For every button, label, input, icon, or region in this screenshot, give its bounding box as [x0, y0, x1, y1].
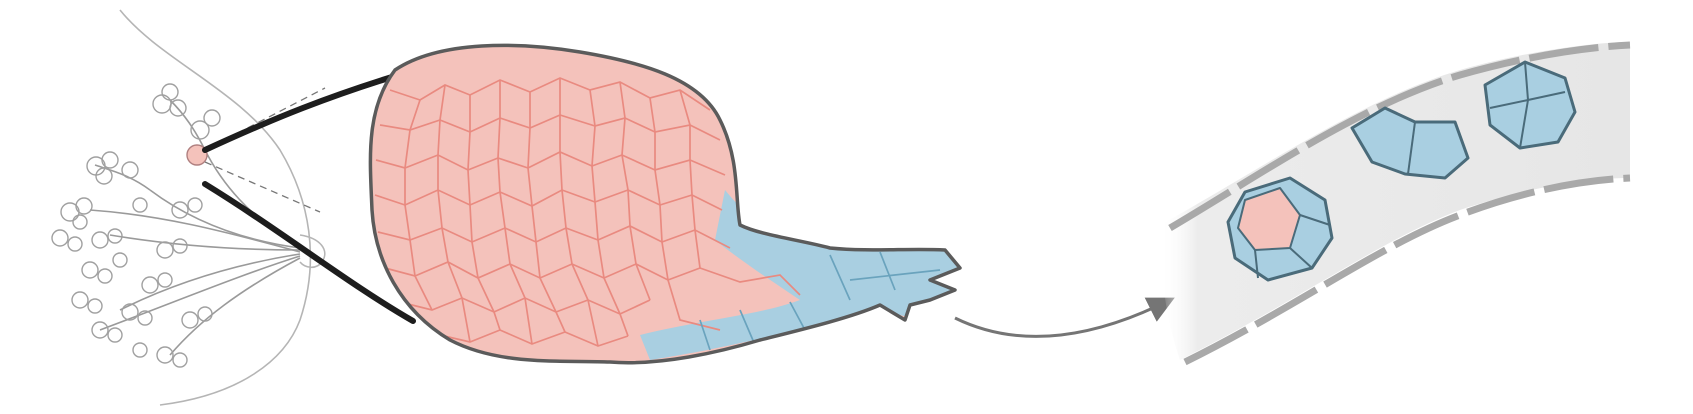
zoom-line-bottom — [202, 181, 416, 324]
zoom-line-top — [202, 67, 418, 153]
vessel-wall-top — [1168, 41, 1631, 232]
tumor-outline — [368, 43, 962, 365]
blood-vessel-icon — [1160, 41, 1631, 366]
zoom-indicator — [202, 67, 418, 324]
tumor-cell-cluster-mixed — [1226, 176, 1334, 282]
vessel-wall-bottom — [1183, 174, 1631, 366]
tumor-cell-cluster-single — [1483, 60, 1577, 150]
lobules — [51, 83, 221, 368]
breast-anatomy-icon — [51, 9, 326, 406]
tumor-cell-cluster-pair — [1350, 106, 1470, 180]
invasive-front — [640, 190, 960, 360]
curved-arrow-icon — [954, 297, 1175, 338]
breast-contour — [119, 9, 312, 406]
tumor-cell-mass-icon — [368, 43, 962, 365]
